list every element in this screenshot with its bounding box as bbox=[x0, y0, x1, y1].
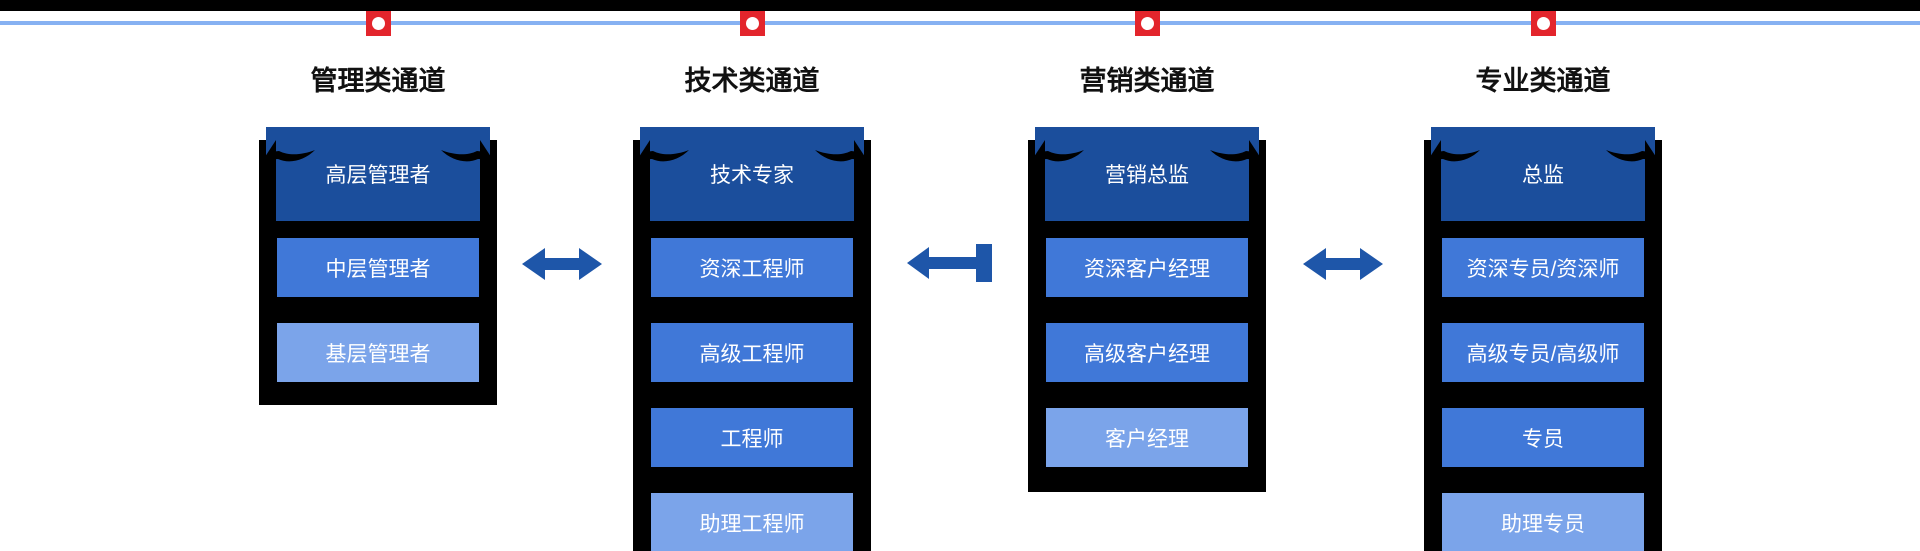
swoosh-decoration-icon bbox=[1034, 150, 1084, 168]
ladder-rail-left bbox=[1424, 140, 1441, 551]
double-arrow-icon bbox=[522, 248, 602, 280]
timeline-marker-icon bbox=[366, 11, 391, 36]
ladder-rung: 高级工程师 bbox=[651, 323, 853, 382]
level-label: 客户经理 bbox=[1105, 427, 1189, 451]
timeline-line bbox=[0, 21, 1920, 25]
ladder-rung: 高级专员/高级师 bbox=[1442, 323, 1644, 382]
ladder-rung: 基层管理者 bbox=[277, 323, 479, 382]
ladder-rung: 工程师 bbox=[651, 408, 853, 467]
ladder-rung: 资深工程师 bbox=[651, 238, 853, 297]
swoosh-decoration-icon bbox=[815, 150, 865, 168]
level-label: 高层管理者 bbox=[325, 164, 431, 187]
level-label: 资深专员/资深师 bbox=[1466, 257, 1620, 281]
channel-column-marketing: 营销类通道 营销总监 资深客户经理 高级客户经理 客户经理 bbox=[1028, 0, 1266, 551]
ladder-rung: 助理专员 bbox=[1442, 493, 1644, 551]
top-black-bar bbox=[0, 0, 1920, 11]
marker-dot bbox=[1141, 17, 1154, 30]
swoosh-decoration-icon bbox=[1210, 150, 1260, 168]
ladder-rail-right bbox=[480, 140, 497, 405]
level-label: 基层管理者 bbox=[325, 342, 431, 366]
level-label: 专员 bbox=[1522, 427, 1564, 451]
level-label: 中层管理者 bbox=[325, 257, 431, 281]
ladder-top-level: 高层管理者 bbox=[266, 127, 490, 221]
level-label: 助理专员 bbox=[1501, 512, 1585, 536]
timeline-marker-icon bbox=[1531, 11, 1556, 36]
timeline-marker-icon bbox=[1135, 11, 1160, 36]
marker-dot bbox=[746, 17, 759, 30]
ladder-rail-left bbox=[259, 140, 276, 405]
level-label: 高级客户经理 bbox=[1084, 342, 1210, 366]
ladder-rung: 资深专员/资深师 bbox=[1442, 238, 1644, 297]
ladder-rail-right bbox=[854, 140, 871, 551]
ladder-top-level: 总监 bbox=[1431, 127, 1655, 221]
level-label: 高级专员/高级师 bbox=[1466, 342, 1620, 366]
ladder-rung: 客户经理 bbox=[1046, 408, 1248, 467]
channel-column-professional: 专业类通道 总监 资深专员/资深师 高级专员/高级师 专员 助理专员 bbox=[1424, 0, 1662, 551]
double-arrow-icon bbox=[1303, 248, 1383, 280]
ladder-rung: 助理工程师 bbox=[651, 493, 853, 551]
swoosh-decoration-icon bbox=[441, 150, 491, 168]
level-label: 高级工程师 bbox=[699, 342, 805, 366]
ladder-rail-right bbox=[1249, 140, 1266, 492]
timeline-marker-icon bbox=[740, 11, 765, 36]
ladder-rail-left bbox=[1028, 140, 1045, 492]
level-label: 资深客户经理 bbox=[1084, 257, 1210, 281]
ladder-rung: 专员 bbox=[1442, 408, 1644, 467]
level-label: 技术专家 bbox=[710, 164, 794, 187]
swoosh-decoration-icon bbox=[1430, 150, 1480, 168]
swoosh-decoration-icon bbox=[639, 150, 689, 168]
ladder-rail-right bbox=[1645, 140, 1662, 551]
channel-column-technical: 技术类通道 技术专家 资深工程师 高级工程师 工程师 助理工程师 bbox=[633, 0, 871, 551]
ladder-top-level: 营销总监 bbox=[1035, 127, 1259, 221]
channel-column-management: 管理类通道 高层管理者 中层管理者 基层管理者 bbox=[259, 0, 497, 551]
channel-title: 技术类通道 bbox=[684, 66, 820, 96]
ladder-rail-left bbox=[633, 140, 650, 551]
swoosh-decoration-icon bbox=[1606, 150, 1656, 168]
ladder-top-level: 技术专家 bbox=[640, 127, 864, 221]
ladder-rung: 高级客户经理 bbox=[1046, 323, 1248, 382]
marker-dot bbox=[372, 17, 385, 30]
swoosh-decoration-icon bbox=[265, 150, 315, 168]
ladder-rung: 中层管理者 bbox=[277, 238, 479, 297]
marker-dot bbox=[1537, 17, 1550, 30]
level-label: 资深工程师 bbox=[699, 257, 805, 281]
left-arrow-icon bbox=[907, 244, 992, 282]
level-label: 总监 bbox=[1522, 164, 1564, 187]
level-label: 营销总监 bbox=[1105, 164, 1189, 187]
channel-title: 专业类通道 bbox=[1475, 66, 1611, 96]
channel-title: 营销类通道 bbox=[1079, 66, 1215, 96]
level-label: 工程师 bbox=[720, 427, 784, 451]
level-label: 助理工程师 bbox=[699, 512, 805, 536]
ladder-rung: 资深客户经理 bbox=[1046, 238, 1248, 297]
channel-title: 管理类通道 bbox=[310, 66, 446, 96]
